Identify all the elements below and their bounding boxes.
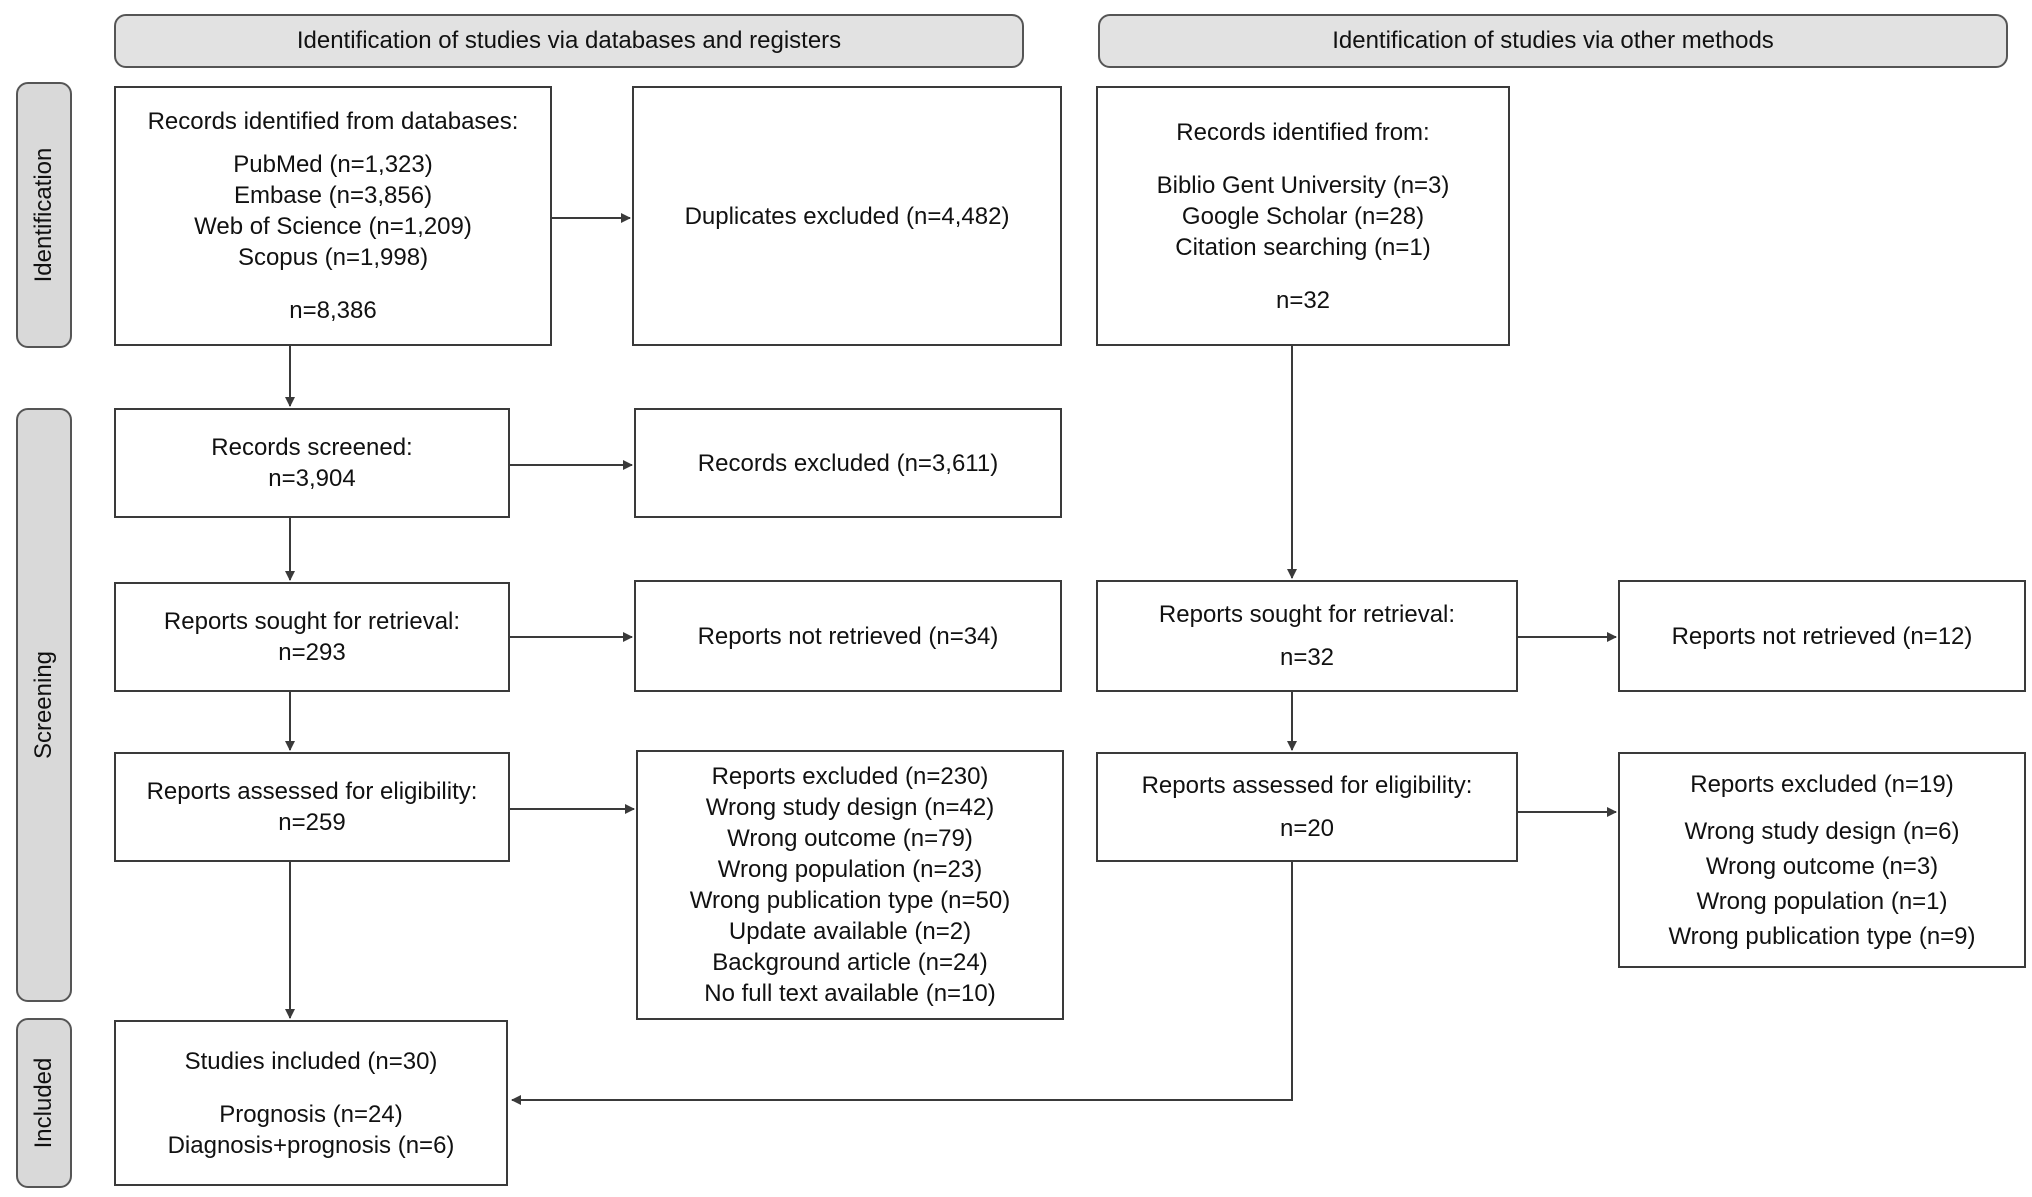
box-records-excluded: Records excluded (n=3,611) bbox=[634, 408, 1062, 518]
excluded-right-item-3: Wrong population (n=1) bbox=[1696, 887, 1948, 915]
not-retrieved-left-text: Reports not retrieved (n=34) bbox=[697, 622, 999, 650]
records-excluded-text: Records excluded (n=3,611) bbox=[697, 449, 999, 477]
included-title: Studies included (n=30) bbox=[184, 1047, 438, 1075]
included-diagnosis: Diagnosis+prognosis (n=6) bbox=[167, 1131, 455, 1159]
box-duplicates-excluded: Duplicates excluded (n=4,482) bbox=[632, 86, 1062, 346]
stage-included-label: Included bbox=[30, 1057, 57, 1149]
box-not-retrieved-left: Reports not retrieved (n=34) bbox=[634, 580, 1062, 692]
excluded-left-title: Reports excluded (n=230) bbox=[711, 763, 989, 790]
duplicates-text: Duplicates excluded (n=4,482) bbox=[684, 202, 1010, 230]
box-records-other-sources: Records identified from: Biblio Gent Uni… bbox=[1096, 86, 1510, 346]
excluded-left-item-1: Wrong study design (n=42) bbox=[705, 794, 995, 821]
excluded-left-item-6: Background article (n=24) bbox=[712, 949, 988, 976]
databases-pubmed: PubMed (n=1,323) bbox=[233, 151, 433, 178]
included-prognosis: Prognosis (n=24) bbox=[219, 1100, 403, 1128]
sought-right-title: Reports sought for retrieval: bbox=[1158, 601, 1456, 628]
not-retrieved-right-text: Reports not retrieved (n=12) bbox=[1671, 622, 1973, 650]
box-assessed-left: Reports assessed for eligibility: n=259 bbox=[114, 752, 510, 862]
box-excluded-left: Reports excluded (n=230) Wrong study des… bbox=[636, 750, 1064, 1020]
excluded-left-item-5: Update available (n=2) bbox=[728, 918, 972, 945]
box-sought-right: Reports sought for retrieval: n=32 bbox=[1096, 580, 1518, 692]
sought-left-title: Reports sought for retrieval: bbox=[163, 608, 461, 635]
other-sources-title: Records identified from: bbox=[1176, 118, 1430, 146]
other-sources-citation: Citation searching (n=1) bbox=[1175, 233, 1431, 261]
stage-included: Included bbox=[16, 1018, 72, 1188]
excluded-right-item-1: Wrong study design (n=6) bbox=[1684, 817, 1960, 845]
header-other-methods-label: Identification of studies via other meth… bbox=[1332, 27, 1774, 54]
box-records-databases: Records identified from databases: PubMe… bbox=[114, 86, 552, 346]
excluded-left-item-2: Wrong outcome (n=79) bbox=[727, 825, 973, 852]
databases-wos: Web of Science (n=1,209) bbox=[194, 213, 472, 240]
excluded-right-title: Reports excluded (n=19) bbox=[1690, 770, 1954, 798]
other-sources-total: n=32 bbox=[1275, 286, 1331, 314]
box-sought-left: Reports sought for retrieval: n=293 bbox=[114, 582, 510, 692]
assessed-right-title: Reports assessed for eligibility: bbox=[1141, 772, 1473, 799]
screened-title: Records screened: bbox=[211, 434, 413, 461]
box-studies-included: Studies included (n=30) Prognosis (n=24)… bbox=[114, 1020, 508, 1186]
stage-screening: Screening bbox=[16, 408, 72, 1002]
box-not-retrieved-right: Reports not retrieved (n=12) bbox=[1618, 580, 2026, 692]
databases-total: n=8,386 bbox=[289, 297, 377, 324]
assessed-left-count: n=259 bbox=[278, 809, 346, 836]
excluded-right-item-4: Wrong publication type (n=9) bbox=[1668, 922, 1976, 950]
stage-identification: Identification bbox=[16, 82, 72, 348]
assessed-left-title: Reports assessed for eligibility: bbox=[146, 778, 478, 805]
sought-right-count: n=32 bbox=[1279, 644, 1335, 671]
header-other-methods: Identification of studies via other meth… bbox=[1098, 14, 2008, 68]
stage-screening-label: Screening bbox=[30, 650, 57, 760]
excluded-left-item-7: No full text available (n=10) bbox=[704, 980, 996, 1007]
excluded-left-item-4: Wrong publication type (n=50) bbox=[689, 887, 1011, 914]
databases-scopus: Scopus (n=1,998) bbox=[237, 244, 429, 271]
other-sources-scholar: Google Scholar (n=28) bbox=[1181, 202, 1425, 230]
other-sources-biblio: Biblio Gent University (n=3) bbox=[1156, 171, 1450, 199]
box-records-screened: Records screened: n=3,904 bbox=[114, 408, 510, 518]
excluded-right-item-2: Wrong outcome (n=3) bbox=[1705, 852, 1939, 880]
header-databases-label: Identification of studies via databases … bbox=[296, 27, 842, 54]
databases-embase: Embase (n=3,856) bbox=[233, 182, 433, 209]
header-databases: Identification of studies via databases … bbox=[114, 14, 1024, 68]
sought-left-count: n=293 bbox=[278, 639, 346, 666]
excluded-left-item-3: Wrong population (n=23) bbox=[717, 856, 983, 883]
box-assessed-right: Reports assessed for eligibility: n=20 bbox=[1096, 752, 1518, 862]
databases-title: Records identified from databases: bbox=[147, 108, 519, 135]
assessed-right-count: n=20 bbox=[1279, 815, 1335, 842]
screened-count: n=3,904 bbox=[268, 465, 356, 492]
box-excluded-right: Reports excluded (n=19) Wrong study desi… bbox=[1618, 752, 2026, 968]
stage-identification-label: Identification bbox=[30, 147, 57, 283]
